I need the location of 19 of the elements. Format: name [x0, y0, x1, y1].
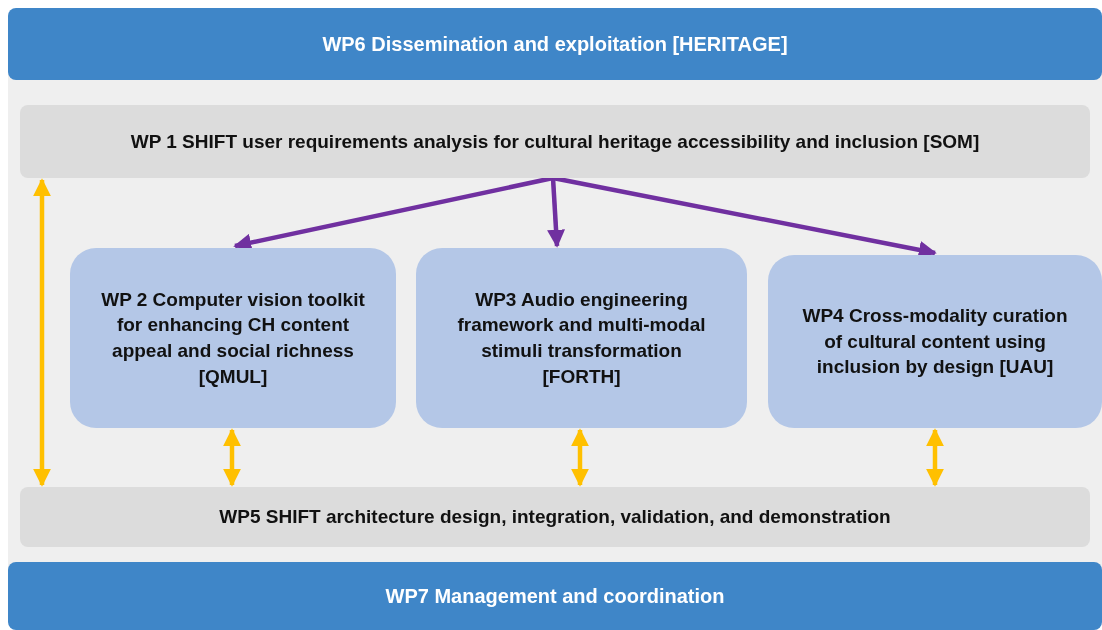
- node-label: WP 2 Computer vision toolkit for enhancing CH content appeal and social richness [QMUL]: [100, 287, 366, 389]
- work-package-box: [768, 255, 1102, 428]
- arrow: [223, 428, 241, 487]
- node-label: WP4 Cross-modality curation of cultural content using inclusion by design [UAU]: [801, 304, 1069, 380]
- work-package-box: [416, 248, 747, 428]
- work-package-box: [70, 248, 396, 428]
- header-band: [8, 8, 1102, 80]
- node-label: WP7 Management and coordination: [385, 583, 725, 609]
- header-band: [8, 562, 1102, 630]
- node-label: WP5 SHIFT architecture design, integration, validation, and demonstration: [219, 505, 891, 530]
- arrow: [571, 428, 589, 487]
- node-label: WP 1 SHIFT user requirements analysis for cultural heritage accessibility and inclusion [SOM]: [130, 129, 980, 154]
- arrow: [926, 428, 944, 487]
- arrow: [33, 178, 51, 487]
- node-label: WP6 Dissemination and exploitation [HERITAGE]: [322, 31, 788, 57]
- work-package-bar: [20, 487, 1090, 547]
- arrow: [547, 177, 566, 248]
- work-package-bar: [20, 105, 1090, 178]
- node-label: WP3 Audio engineering framework and multi-modal stimuli transformation [FORTH]: [456, 287, 707, 389]
